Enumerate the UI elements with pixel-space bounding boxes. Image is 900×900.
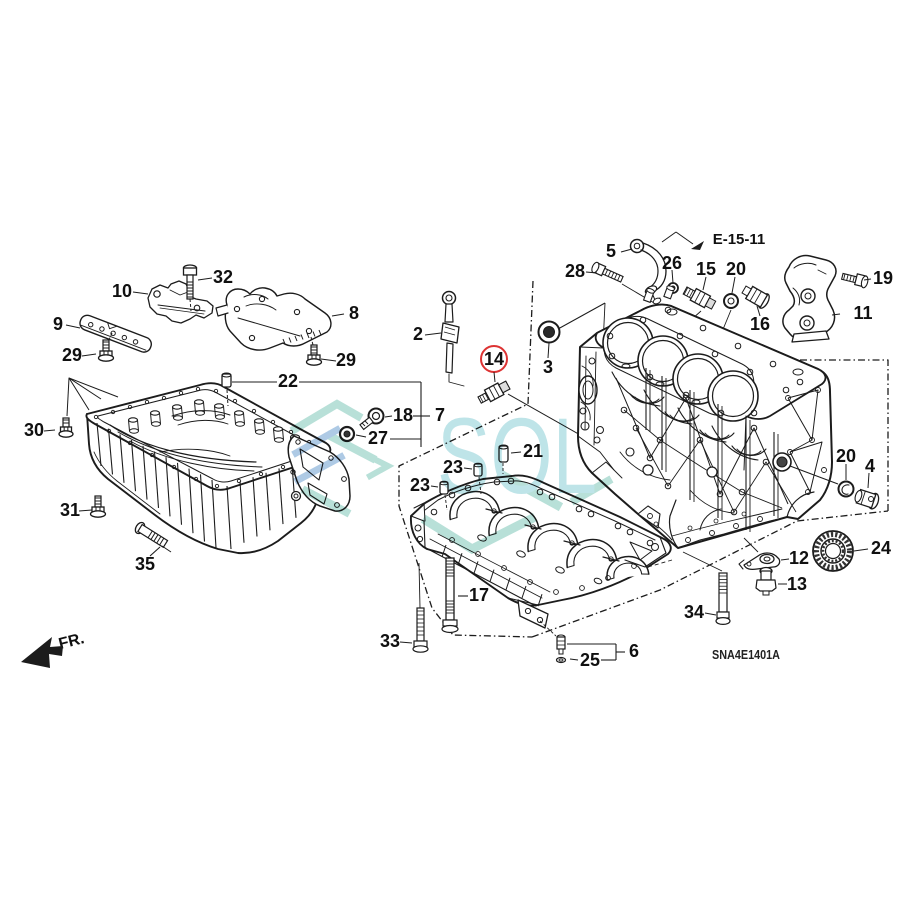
- svg-text:31: 31: [60, 500, 80, 520]
- svg-text:22: 22: [278, 371, 298, 391]
- svg-text:25: 25: [580, 650, 600, 670]
- svg-text:SNA4E1401A: SNA4E1401A: [712, 648, 780, 662]
- svg-text:17: 17: [469, 585, 489, 605]
- svg-text:E-15-11: E-15-11: [713, 231, 766, 248]
- svg-text:6: 6: [629, 641, 639, 661]
- svg-text:30: 30: [24, 420, 44, 440]
- svg-text:FR.: FR.: [57, 630, 86, 653]
- svg-text:29: 29: [62, 345, 82, 365]
- svg-text:24: 24: [871, 538, 891, 558]
- svg-text:13: 13: [787, 574, 807, 594]
- svg-text:33: 33: [380, 631, 400, 651]
- svg-text:2: 2: [413, 324, 423, 344]
- svg-text:14: 14: [484, 349, 504, 369]
- svg-text:26: 26: [662, 253, 682, 273]
- svg-text:20: 20: [836, 446, 856, 466]
- svg-text:27: 27: [368, 428, 388, 448]
- svg-text:4: 4: [865, 456, 875, 476]
- svg-text:10: 10: [112, 281, 132, 301]
- svg-text:16: 16: [750, 314, 770, 334]
- svg-text:19: 19: [873, 268, 893, 288]
- svg-text:32: 32: [213, 267, 233, 287]
- svg-text:23: 23: [410, 475, 430, 495]
- svg-text:21: 21: [523, 441, 543, 461]
- svg-text:15: 15: [696, 259, 716, 279]
- svg-text:29: 29: [336, 350, 356, 370]
- svg-text:7: 7: [435, 405, 445, 425]
- svg-text:20: 20: [726, 259, 746, 279]
- svg-text:34: 34: [684, 602, 704, 622]
- svg-text:35: 35: [135, 554, 155, 574]
- svg-text:28: 28: [565, 261, 585, 281]
- svg-text:3: 3: [543, 357, 553, 377]
- svg-text:8: 8: [349, 303, 359, 323]
- svg-text:5: 5: [606, 241, 616, 261]
- svg-text:12: 12: [789, 548, 809, 568]
- svg-text:9: 9: [53, 314, 63, 334]
- svg-text:11: 11: [853, 303, 872, 323]
- svg-text:18: 18: [393, 405, 413, 425]
- svg-text:SOL: SOL: [437, 395, 597, 516]
- svg-text:23: 23: [443, 457, 463, 477]
